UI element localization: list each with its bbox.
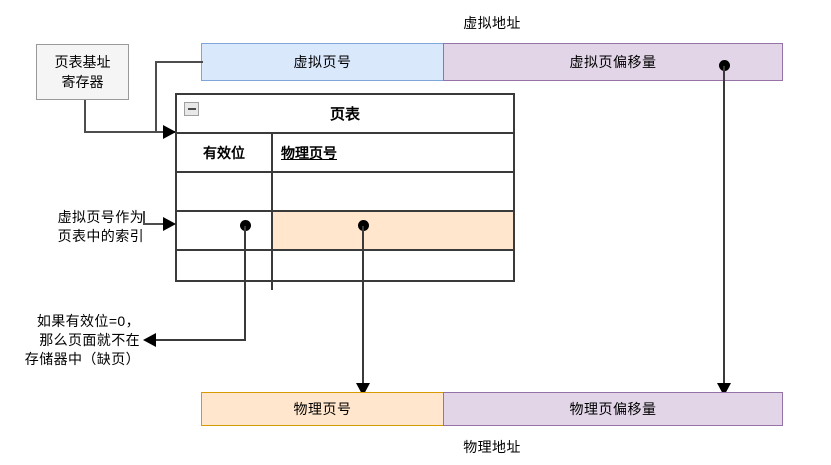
minus-icon[interactable]: [184, 102, 199, 116]
page-table-base-register-box: 页表基址 寄存器: [36, 44, 129, 100]
table-row-highlighted[interactable]: [177, 212, 513, 251]
cell-valid-bit: [177, 251, 273, 290]
offset-connector-vertical: [723, 66, 725, 389]
column-header-valid-bit: 有效位: [177, 134, 273, 171]
table-row[interactable]: [177, 251, 513, 290]
ppn-connector-vertical: [362, 226, 364, 389]
virtual-page-offset-label: 虚拟页偏移量: [569, 54, 657, 70]
virtual-page-offset-segment: 虚拟页偏移量: [443, 43, 783, 81]
index-note-arrowhead: [163, 217, 176, 231]
physical-address-title: 物理地址: [463, 439, 521, 455]
register-connector-horizontal: [84, 131, 175, 133]
table-row[interactable]: [177, 173, 513, 212]
page-table-title: 页表: [329, 106, 360, 123]
vpn-connector-vertical: [155, 61, 157, 133]
column-header-physical-page-number: 物理页号: [281, 144, 337, 161]
physical-page-offset-segment: 物理页偏移量: [443, 392, 783, 426]
physical-page-number-label: 物理页号: [293, 401, 352, 417]
valid-bit-dot: [240, 220, 251, 231]
page-table-base-register-label: 页表基址 寄存器: [54, 54, 111, 90]
index-note-label: 虚拟页号作为 页表中的索引: [57, 209, 144, 244]
virtual-page-number-segment: 虚拟页号: [201, 43, 444, 81]
page-table-header-row: 有效位 物理页号: [177, 134, 513, 173]
page-fault-note-label: 如果有效位=0， 那么页面就不在 存储器中（缺页）: [24, 313, 140, 367]
physical-page-number-segment: 物理页号: [201, 392, 444, 426]
page-fault-arrowhead: [143, 333, 156, 347]
cell-physical-page-number-highlighted: [273, 212, 513, 249]
index-note-connector: [143, 223, 165, 225]
register-connector-vertical: [84, 100, 86, 133]
cell-physical-page-number: [273, 251, 513, 290]
cell-physical-page-number: [273, 173, 513, 210]
virtual-page-number-label: 虚拟页号: [293, 54, 352, 70]
physical-page-offset-label: 物理页偏移量: [569, 401, 657, 417]
page-table-title-bar: 页表: [177, 95, 513, 134]
virtual-address-title: 虚拟地址: [463, 15, 521, 31]
valid-bit-connector-vertical: [244, 226, 246, 341]
index-note-connector-vertical: [143, 211, 145, 225]
cell-valid-bit: [177, 212, 273, 249]
vpn-to-page-table-arrowhead: [163, 125, 176, 139]
page-table: 页表 有效位 物理页号: [175, 93, 515, 290]
virtual-offset-dot: [719, 60, 730, 71]
cell-valid-bit: [177, 173, 273, 210]
physical-page-number-dot: [358, 220, 369, 231]
valid-bit-connector-horizontal: [156, 339, 246, 341]
vpn-connector-horizontal-top: [155, 61, 203, 63]
